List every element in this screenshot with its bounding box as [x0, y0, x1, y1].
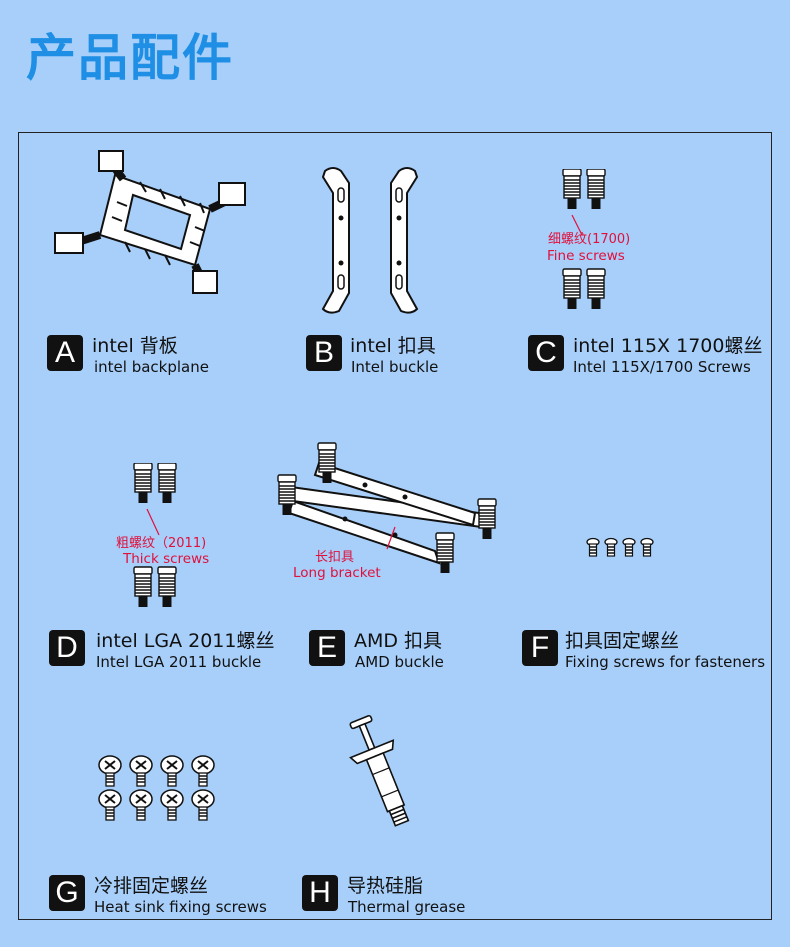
item-e-cn: AMD 扣具: [354, 630, 443, 652]
note-c-en: Fine screws: [547, 248, 625, 264]
badge-g: G: [49, 875, 85, 911]
item-a-cn: intel 背板: [92, 335, 178, 357]
badge-e: E: [309, 630, 345, 666]
amd-buckle-image: [277, 442, 497, 574]
note-e-en: Long bracket: [293, 565, 381, 581]
item-a-en: intel backplane: [94, 358, 209, 376]
note-c-cn: 细螺纹(1700): [548, 232, 631, 247]
item-g-cn: 冷排固定螺丝: [94, 875, 209, 897]
fine-screws-image: [562, 169, 606, 310]
item-e-en: AMD buckle: [355, 653, 444, 671]
item-d-en: Intel LGA 2011 buckle: [96, 653, 262, 671]
page-title: 产品配件: [26, 29, 234, 87]
item-h-en: Thermal grease: [348, 898, 466, 916]
badge-f: F: [522, 630, 558, 666]
item-b-cn: intel 扣具: [350, 335, 436, 357]
item-f-cn: 扣具固定螺丝: [565, 630, 680, 652]
intel-backplane-image: [54, 150, 246, 294]
thick-screws-image: [133, 463, 177, 608]
heatsink-screws-image: [98, 755, 215, 821]
accessories-frame: A intel 背板 intel backplane B intel 扣具 In…: [18, 132, 772, 920]
badge-a: A: [47, 335, 83, 371]
badge-b: B: [306, 335, 342, 371]
note-e-cn: 长扣具: [315, 550, 355, 565]
item-f-en: Fixing screws for fasteners: [565, 653, 766, 671]
fastener-screws-image: [586, 537, 654, 557]
item-b-en: Intel buckle: [351, 358, 439, 376]
item-h-cn: 导热硅脂: [347, 875, 424, 897]
badge-d: D: [49, 630, 85, 666]
note-d-cn: 粗螺纹（2011): [116, 536, 207, 551]
item-c-en: Intel 115X/1700 Screws: [573, 358, 751, 376]
item-g-en: Heat sink fixing screws: [94, 898, 267, 916]
note-d-en: Thick screws: [123, 551, 210, 567]
item-d-cn: intel LGA 2011螺丝: [96, 630, 275, 652]
thermal-grease-syringe-image: [349, 714, 410, 827]
intel-buckle-image: [321, 167, 419, 314]
badge-c: C: [528, 335, 564, 371]
badge-h: H: [302, 875, 338, 911]
item-c-cn: intel 115X 1700螺丝: [573, 335, 763, 357]
